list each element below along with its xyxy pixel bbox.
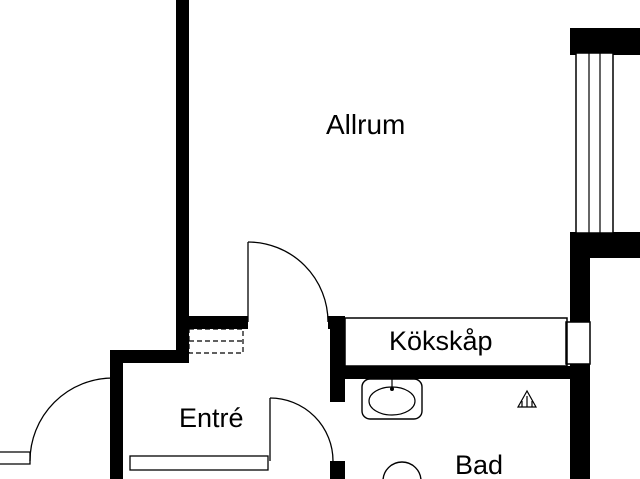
wall-segment [570,232,640,258]
wall-segment [345,366,590,379]
window-symbol [575,52,614,234]
shaft-box [565,321,591,365]
wall-segment [176,0,189,363]
walls [110,0,640,479]
door-swing-arc [247,241,329,323]
room-label-kokskap: Kökskåp [389,326,493,356]
wall-segment [570,258,590,479]
wall-segment [176,316,248,329]
wall-segment [110,350,189,363]
doors [0,241,334,465]
kokskap-cabinet-outline [344,317,568,367]
sink-symbol [361,378,423,420]
wall-segment [110,350,123,479]
drain-symbol [516,389,538,408]
wall-segment [330,316,345,402]
exterior-wall-stub [0,451,31,465]
door-swing-arc [269,397,334,462]
threshold-symbol [129,455,269,471]
wall-segment [330,461,345,479]
sink-faucet-dot [390,387,394,391]
toilet-symbol [382,461,422,479]
room-label-bad: Bad [455,450,504,479]
room-label-entre: Entré [179,403,244,433]
window-frame [575,52,614,234]
door-swing-arc [29,377,114,462]
wall-segment [570,28,640,55]
room-label-allrum: Allrum [326,109,406,140]
wardrobe-dashed-symbol [188,328,244,354]
